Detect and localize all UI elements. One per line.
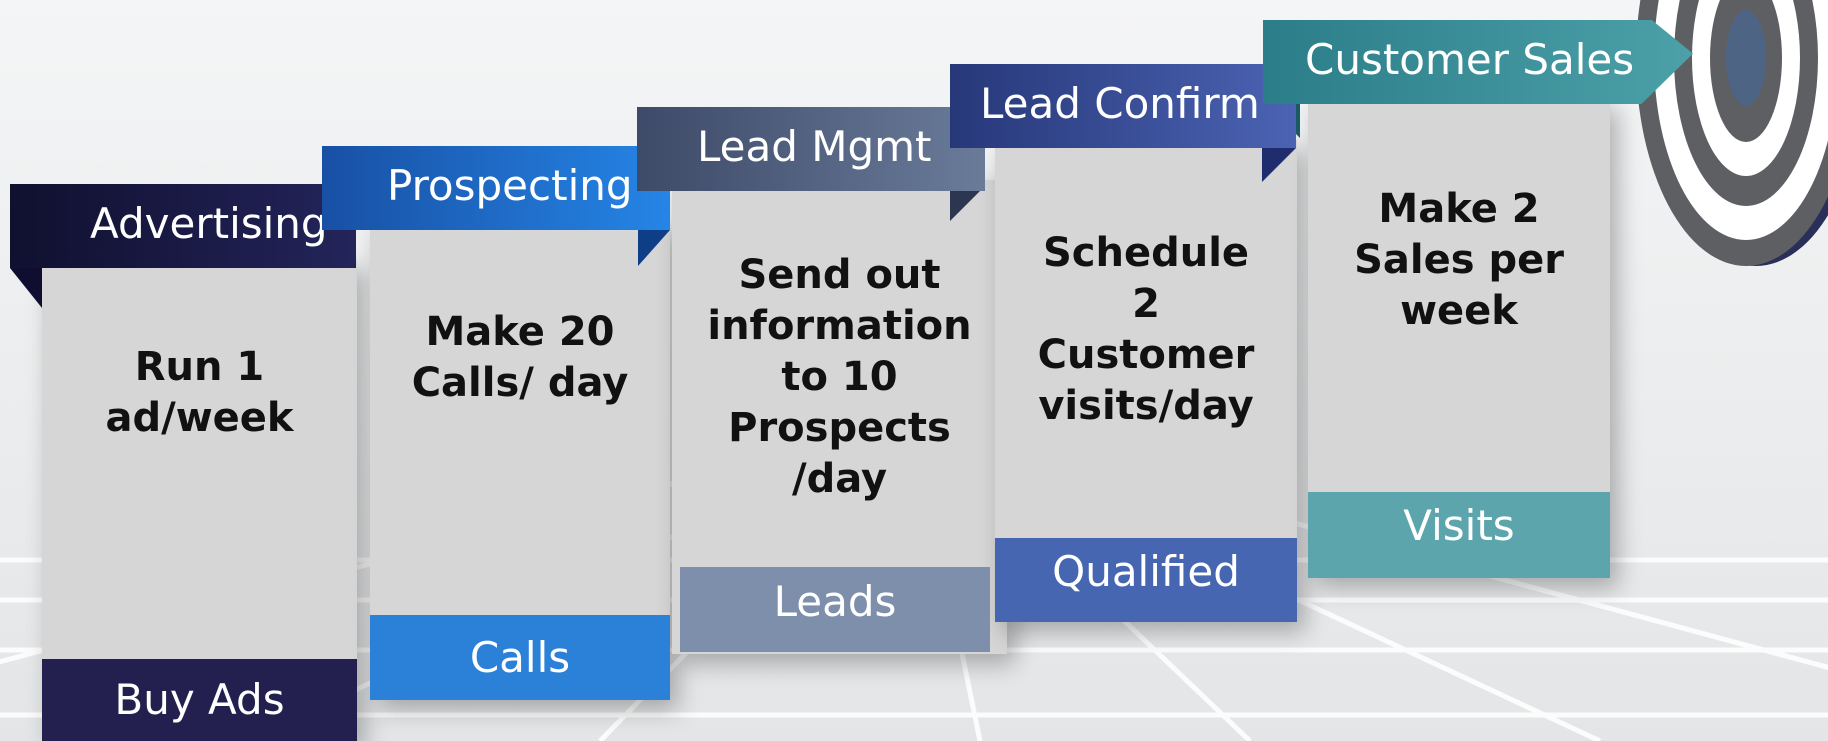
step-goal: Send out information to 10 Prospects /da…	[707, 252, 972, 502]
target-icon	[1636, 0, 1828, 266]
step-banner-advertising: Advertising	[10, 184, 356, 268]
step-goal: Run 1 ad/week	[105, 344, 294, 441]
banner-fold	[950, 187, 984, 221]
step-result-leads: Leads	[680, 567, 990, 652]
step-result-calls: Calls	[370, 615, 670, 700]
banner-fold	[10, 268, 42, 308]
step-result-buy-ads: Buy Ads	[42, 659, 357, 741]
step-banner-lead-mgmt: Lead Mgmt	[637, 107, 985, 191]
step-banner-lead-confirm: Lead Confirm	[950, 64, 1296, 148]
step-goal: Make 2 Sales per week	[1354, 186, 1564, 334]
step-banner-prospecting: Prospecting	[322, 146, 670, 230]
step-result-visits: Visits	[1308, 492, 1610, 578]
banner-fold	[1262, 148, 1296, 182]
step-goal: Schedule 2 Customer visits/day	[1037, 230, 1255, 429]
step-banner-customer-sales: Customer Sales	[1263, 20, 1693, 104]
banner-fold	[638, 230, 670, 266]
step-result-qualified: Qualified	[995, 538, 1297, 622]
step-goal: Make 20 Calls/ day	[411, 309, 629, 406]
